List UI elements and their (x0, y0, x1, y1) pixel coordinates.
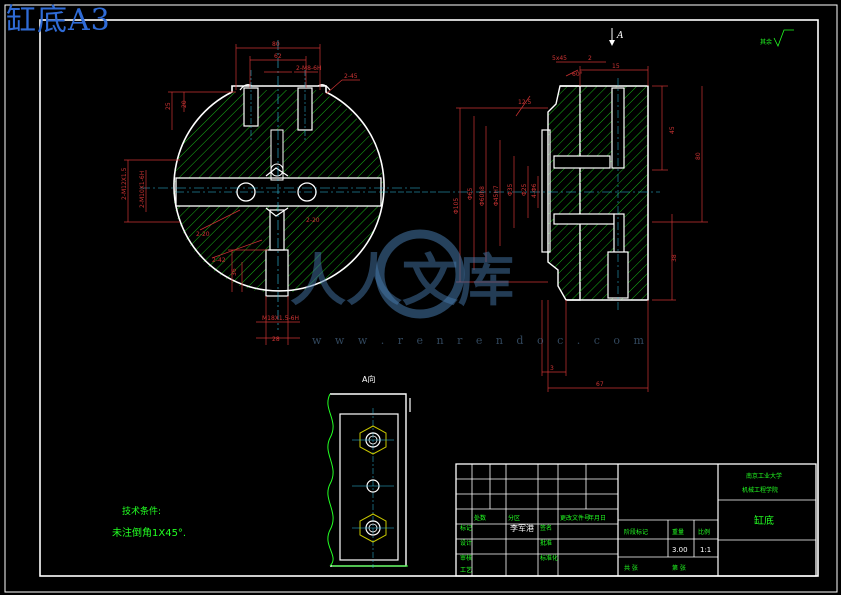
svg-text:2-20: 2-20 (196, 231, 210, 238)
svg-text:Φ45H7: Φ45H7 (493, 185, 500, 206)
svg-text:15: 15 (612, 63, 620, 70)
svg-text:M18X1.5-6H: M18X1.5-6H (262, 315, 299, 322)
weight-label: 重量 (672, 528, 684, 536)
svg-text:62: 62 (274, 53, 282, 60)
svg-text:45: 45 (669, 126, 676, 134)
sheets-total: 共 张 (624, 564, 638, 572)
svg-text:2-M8-6H: 2-M8-6H (296, 65, 321, 72)
stage-label: 阶段标记 (624, 528, 648, 536)
watermark-url: w w w . r e n r e n d o c . c o m (312, 334, 649, 347)
svg-text:Φ25: Φ25 (521, 183, 528, 196)
svg-text:Φ105: Φ105 (453, 198, 460, 214)
col-label-4: 年月日 (588, 514, 606, 522)
svg-text:4-Φ6: 4-Φ6 (531, 183, 538, 198)
svg-text:2: 2 (588, 55, 592, 62)
svg-text:28: 28 (272, 336, 280, 343)
a-view: A向 (327, 374, 411, 568)
row-label-1: 设计 (460, 539, 472, 547)
row-label-0: 标记 (460, 524, 472, 532)
svg-text:12.5: 12.5 (518, 99, 532, 106)
tech-heading: 技术条件: (122, 505, 161, 517)
side-section-view: Φ105 Φ65 Φ60h8 Φ45H7 Φ35 Φ25 4-Φ6 45 80 … (382, 55, 708, 392)
school-line-1: 南京工业大学 (746, 472, 782, 480)
svg-text:2-45: 2-45 (344, 73, 358, 80)
watermark-logo: 人人文库 (290, 229, 514, 319)
svg-text:2-42: 2-42 (212, 257, 226, 264)
svg-text:67: 67 (596, 381, 604, 388)
svg-text:3: 3 (550, 365, 554, 372)
svg-text:80: 80 (695, 152, 702, 160)
svg-text:20: 20 (181, 100, 188, 108)
svg-text:Φ60h8: Φ60h8 (479, 186, 486, 206)
col-label-0: 处数 (474, 514, 486, 522)
svg-text:80: 80 (272, 41, 280, 48)
front-view: 80 62 2-M8-6H 2-45 25 20 2-M12X1.5 2-M10X1… (121, 40, 420, 345)
svg-text:5x45: 5x45 (552, 55, 567, 62)
svg-text:2-M12X1.5: 2-M12X1.5 (121, 167, 128, 200)
svg-text:60°: 60° (572, 71, 583, 78)
svg-text:25: 25 (165, 102, 172, 110)
technical-requirements: 技术条件: 未注倒角1X45°. (112, 505, 186, 539)
arrow-label: A (616, 31, 624, 41)
svg-text:Φ35: Φ35 (507, 183, 514, 196)
svg-text:2-M10X1-6H: 2-M10X1-6H (139, 171, 146, 208)
svg-text:38: 38 (671, 254, 678, 262)
scale-label: 比例 (698, 528, 710, 536)
title-block-text: 标记 设计 审核 工艺 批准 处数 分区 更改文件号 签名 年月日 标准化 阶段… (460, 514, 710, 574)
drawing-title: 缸底A3 (6, 3, 111, 38)
row-label-4: 批准 (540, 539, 552, 547)
scale-value: 1:1 (700, 546, 711, 554)
sheet-outer-border (4, 4, 838, 593)
col-label-2: 更改文件号 (560, 514, 590, 522)
row-label-3: 工艺 (460, 566, 472, 574)
view-label: A向 (362, 374, 375, 384)
std-label: 标准化 (540, 554, 558, 562)
row-label-2: 审核 (460, 554, 472, 562)
svg-text:2-20: 2-20 (306, 217, 320, 224)
designer-name: 李军港 (510, 523, 534, 533)
svg-text:36: 36 (231, 268, 238, 276)
title-block (455, 463, 817, 577)
sheet-inner-border (39, 19, 819, 577)
roughness-symbol: 其余 (760, 29, 794, 47)
sheet-number: 第 张 (672, 564, 686, 572)
watermark-text: 人人文库 (290, 248, 514, 314)
weight-value: 3.00 (672, 546, 688, 554)
tech-line-1: 未注倒角1X45°. (112, 526, 186, 539)
col-label-3: 签名 (540, 524, 552, 532)
svg-text:Φ65: Φ65 (467, 187, 474, 200)
svg-text:其余: 其余 (760, 38, 772, 46)
col-label-1: 分区 (508, 514, 520, 522)
school-line-2: 机械工程学院 (742, 486, 778, 494)
view-direction-arrow: A (609, 28, 624, 46)
part-name: 缸底 (754, 514, 774, 527)
